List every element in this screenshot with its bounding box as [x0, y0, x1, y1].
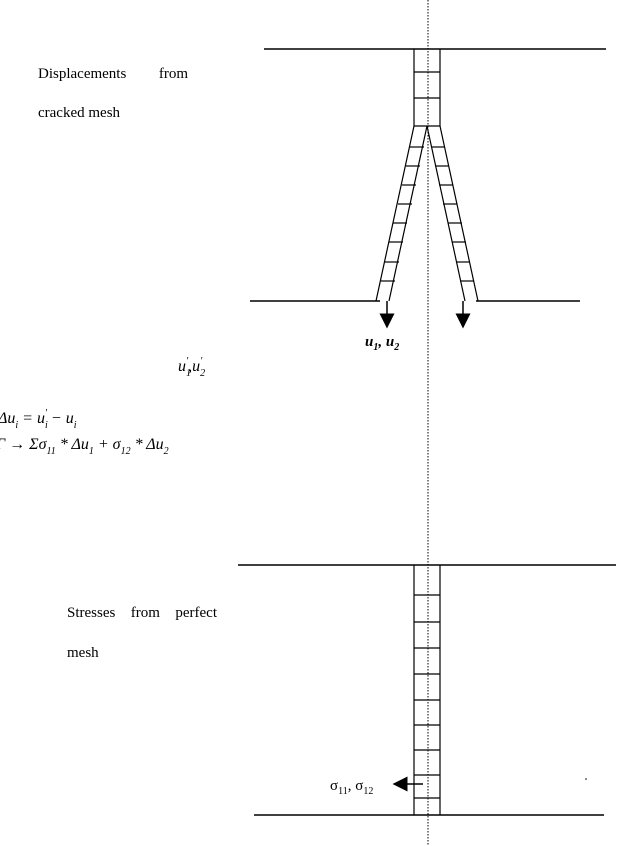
bottom-label-line1: Stresses from perfect: [67, 606, 217, 621]
equation-delta-u: Δui = ui' − ui: [0, 408, 77, 431]
bottom-label-word-from: from: [130, 605, 160, 621]
bottom-label-line2: mesh: [67, 645, 99, 661]
right-crack-branch: [426, 125, 479, 302]
bottom-element-strip: [413, 565, 441, 815]
equation-gamma: Γ → Σσ11 * Δu1 + σ12 * Δu2: [0, 436, 169, 457]
top-label-word-displacements: Displacements: [38, 66, 127, 82]
top-element-strip: [413, 49, 441, 127]
label-sigma: σ11, σ12: [330, 778, 373, 797]
top-label-line2: cracked mesh: [38, 105, 121, 121]
label-u1-u2: u1, u2: [365, 334, 399, 353]
stray-dot: [585, 778, 587, 780]
bottom-label-word-stresses: Stresses: [67, 605, 116, 621]
bottom-label-word-perfect: perfect: [175, 605, 217, 621]
left-crack-branch: [375, 125, 428, 302]
label-u-prime: u1',u2': [178, 356, 205, 379]
top-label-line1: Displacements from: [38, 67, 188, 82]
top-label-word-from: from: [158, 66, 188, 82]
